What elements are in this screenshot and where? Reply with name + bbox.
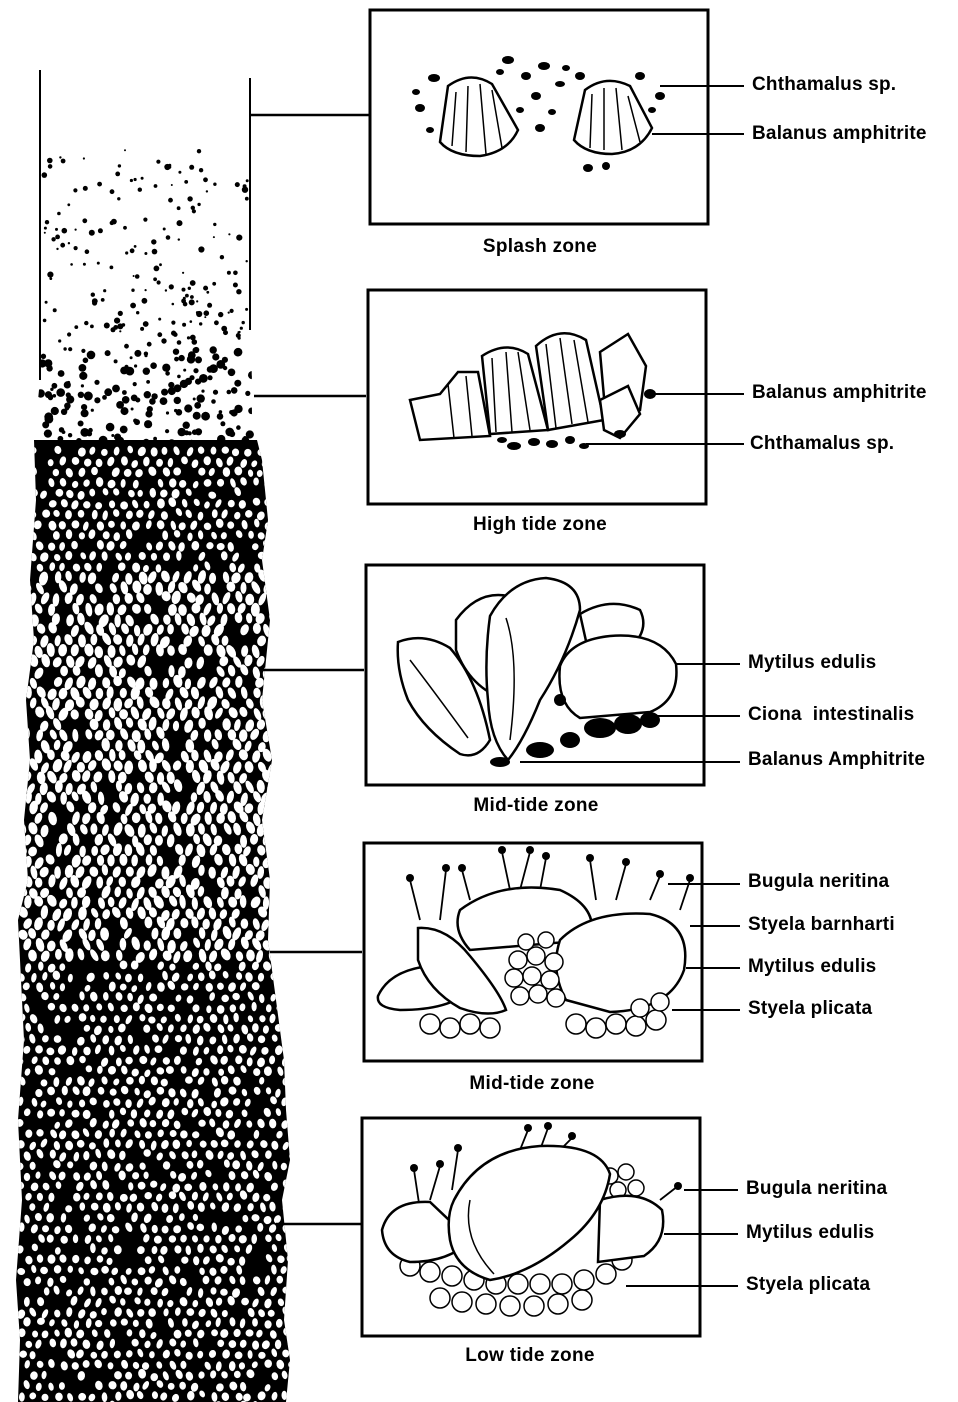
species-label: Chthamalus sp. [750, 433, 894, 455]
zone-caption-low-tide: Low tide zone [370, 1345, 690, 1367]
mid-tide-illustration-2 [378, 846, 694, 1038]
species-label: Balanus amphitrite [752, 123, 927, 145]
zone-caption-high-tide: High tide zone [380, 514, 700, 536]
species-label: Ciona intestinalis [748, 704, 914, 726]
zone-caption-splash: Splash zone [380, 236, 700, 258]
species-label: Bugula neritina [748, 871, 889, 893]
piling-fouling-texture [0, 149, 300, 1402]
species-label: Bugula neritina [746, 1178, 887, 1200]
species-label: Styela plicata [746, 1274, 870, 1296]
splash-zone-illustration [412, 56, 665, 172]
species-label: Styela barnharti [748, 914, 895, 936]
species-label: Styela plicata [748, 998, 872, 1020]
zone-box-splash [370, 10, 708, 224]
species-label: Mytilus edulis [746, 1222, 874, 1244]
species-label: Balanus Amphitrite [748, 749, 925, 771]
species-label: Chthamalus sp. [752, 74, 896, 96]
species-label: Balanus amphitrite [752, 382, 927, 404]
species-label: Mytilus edulis [748, 652, 876, 674]
zone-caption-mid-tide-1: Mid-tide zone [376, 795, 696, 817]
mid-tide-illustration-1 [398, 578, 677, 767]
high-tide-illustration [410, 333, 656, 450]
species-label: Mytilus edulis [748, 956, 876, 978]
piling-column [0, 70, 300, 1402]
zone-caption-mid-tide-2: Mid-tide zone [372, 1073, 692, 1095]
